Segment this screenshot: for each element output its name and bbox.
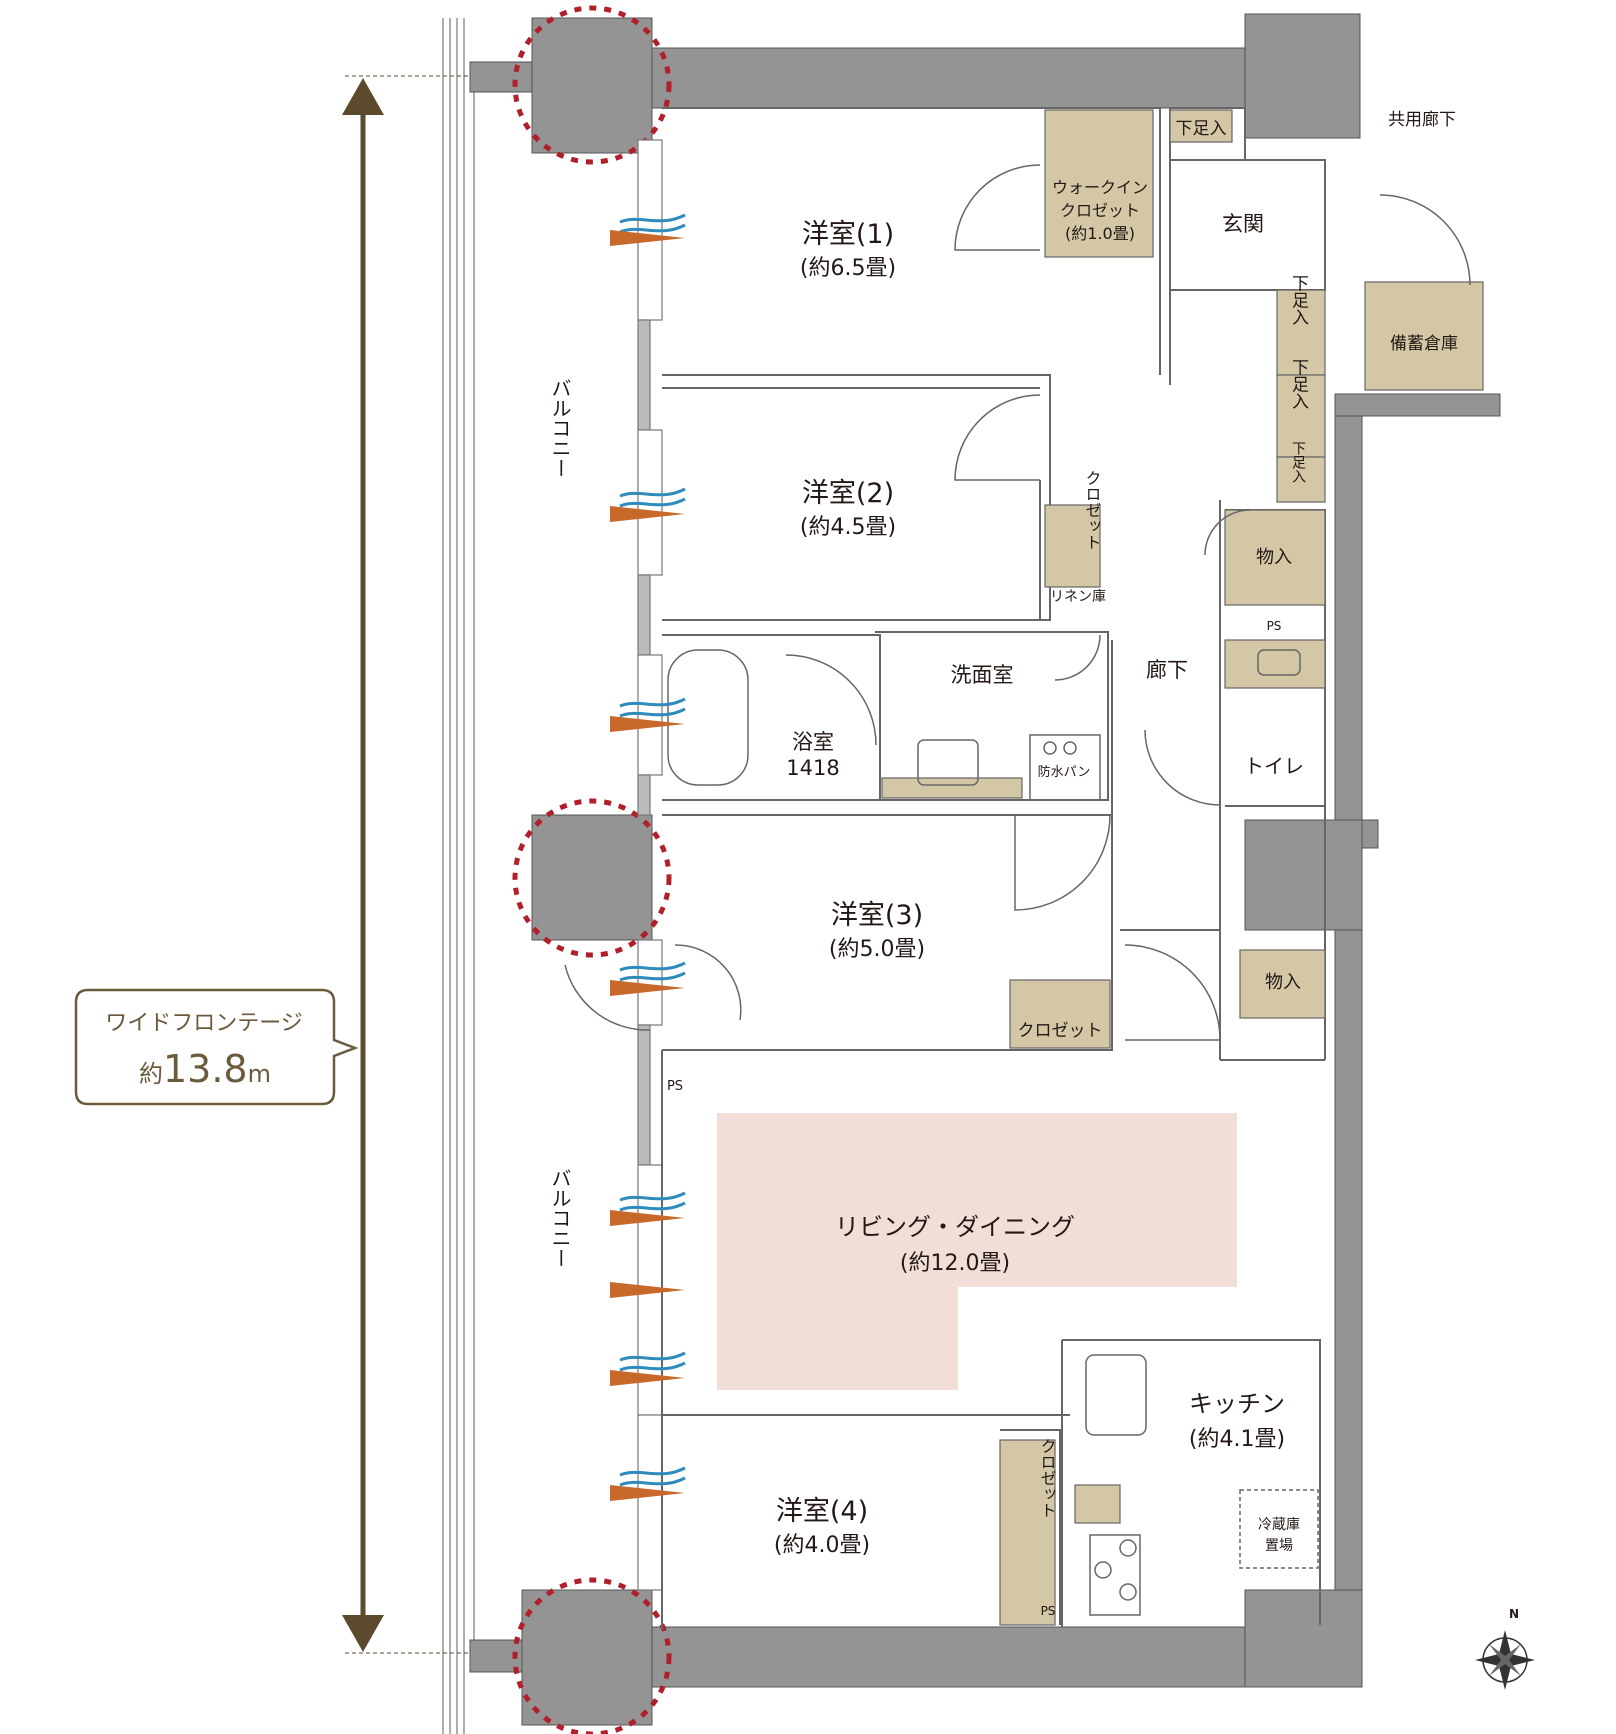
bed2-label: 洋室(2) bbox=[802, 478, 894, 509]
frontage-dimension-arrow bbox=[342, 75, 470, 1654]
common-corridor-label: 共用廊下 bbox=[1388, 110, 1456, 130]
storage-label-2: 物入 bbox=[1265, 972, 1301, 993]
toilet-label: トイレ bbox=[1244, 754, 1304, 778]
bed1-size: (約6.5畳) bbox=[800, 256, 896, 281]
bed4-label: 洋室(4) bbox=[776, 1496, 868, 1527]
living-label: リビング・ダイニング bbox=[835, 1213, 1075, 1241]
pillar-bottom bbox=[521, 1589, 653, 1726]
pillar-highlight-rings bbox=[512, 5, 672, 1734]
kitchen-counter-block bbox=[1074, 1484, 1121, 1524]
storage-2 bbox=[1239, 949, 1326, 1019]
bath-code: 1418 bbox=[786, 756, 839, 780]
bed2-size: (約4.5畳) bbox=[800, 515, 896, 540]
bath-fixtures bbox=[667, 649, 1319, 1616]
vertical-labels: 下足入 下足入 下足入 クロゼット クロゼット バルコニー バルコニー bbox=[548, 275, 1309, 1519]
wic-label-3: (約1.0畳) bbox=[1065, 224, 1135, 243]
frontage-title: ワイドフロンテージ bbox=[105, 1011, 303, 1036]
shoe-cabinet-2 bbox=[1276, 289, 1326, 376]
hall-label: 廊下 bbox=[1146, 658, 1188, 682]
frontage-unit: m bbox=[248, 1060, 271, 1088]
linen-label: リネン庫 bbox=[1050, 588, 1106, 605]
ps-label-2: PS bbox=[667, 1079, 683, 1094]
emergency-storage-label: 備蓄倉庫 bbox=[1390, 334, 1458, 354]
north-label: N bbox=[1509, 1607, 1519, 1621]
compass-icon bbox=[1475, 1630, 1535, 1690]
frontage-callout-text: ワイドフロンテージ 約13.8m bbox=[105, 1011, 303, 1091]
bed3-closet bbox=[1009, 979, 1111, 1049]
pillar-top bbox=[531, 17, 653, 154]
bed2-closet bbox=[1044, 504, 1101, 588]
interior-walls bbox=[661, 107, 1326, 1630]
fridge-label-1: 冷蔵庫 bbox=[1258, 1516, 1300, 1533]
bed1-label: 洋室(1) bbox=[802, 219, 894, 250]
shoe-cabinet-1 bbox=[1169, 109, 1233, 143]
shoe-cabinet-label-4: 下足入 bbox=[1290, 441, 1306, 483]
kitchen-label: キッチン bbox=[1189, 1390, 1285, 1418]
walk-in-closet bbox=[1044, 109, 1154, 258]
balcony-label-lower: バルコニー bbox=[548, 1168, 572, 1268]
breeze-indicators bbox=[610, 213, 686, 1501]
pillars bbox=[521, 17, 653, 1726]
pillar-middle bbox=[531, 814, 653, 941]
bed4-size: (約4.0畳) bbox=[774, 1533, 870, 1558]
bed3-closet-label: クロゼット bbox=[1018, 1021, 1103, 1041]
washroom-label: 洗面室 bbox=[951, 663, 1014, 687]
frontage-callout bbox=[74, 988, 359, 1106]
waterproof-pan-label: 防水パン bbox=[1038, 764, 1091, 780]
vanity-counter bbox=[881, 777, 1023, 799]
shoe-cabinet-4 bbox=[1276, 456, 1326, 503]
bed3-size: (約5.0畳) bbox=[829, 937, 925, 962]
shoe-cabinet-label-2: 下足入 bbox=[1288, 275, 1309, 326]
kitchen-size: (約4.1畳) bbox=[1189, 1427, 1285, 1452]
frontage-prefix: 約 bbox=[139, 1060, 163, 1088]
door-swings bbox=[564, 164, 1471, 1041]
room-labels: 共用廊下 洋室(1) (約6.5畳) ウォークイン クロゼット (約1.0畳) … bbox=[667, 110, 1519, 1621]
emergency-storage bbox=[1364, 281, 1484, 391]
bed4-closet bbox=[999, 1439, 1056, 1626]
bed4-closet-label: クロゼット bbox=[1038, 1438, 1057, 1518]
ps-label-1: PS bbox=[1267, 619, 1282, 633]
entrance-label: 玄関 bbox=[1222, 212, 1264, 236]
wic-label-2: クロゼット bbox=[1060, 201, 1140, 220]
storage-areas bbox=[881, 109, 1484, 1626]
bed2-closet-label: クロゼット bbox=[1083, 470, 1102, 550]
bed3-label: 洋室(3) bbox=[831, 900, 923, 931]
living-dining-area bbox=[717, 1113, 1237, 1390]
shoe-cabinet-3 bbox=[1276, 374, 1326, 458]
shoe-cabinet-label-3: 下足入 bbox=[1288, 359, 1309, 410]
outer-walls bbox=[469, 13, 1501, 1688]
living-size: (約12.0畳) bbox=[900, 1251, 1010, 1276]
bath-label: 浴室 bbox=[792, 730, 834, 754]
balcony-label-upper: バルコニー bbox=[548, 378, 572, 478]
ps-label-3: PS bbox=[1041, 1604, 1056, 1618]
fridge-label-2: 置場 bbox=[1265, 1538, 1293, 1554]
frontage-value-line: 約13.8m bbox=[139, 1047, 271, 1091]
wic-label-1: ウォークイン bbox=[1052, 178, 1148, 197]
shoe-cabinet-label-1: 下足入 bbox=[1176, 119, 1227, 139]
frontage-value: 13.8 bbox=[163, 1047, 248, 1091]
toilet-tank bbox=[1224, 639, 1326, 689]
storage-1 bbox=[1224, 509, 1326, 606]
balcony-railing bbox=[442, 18, 475, 1734]
storage-label-1: 物入 bbox=[1256, 547, 1292, 568]
